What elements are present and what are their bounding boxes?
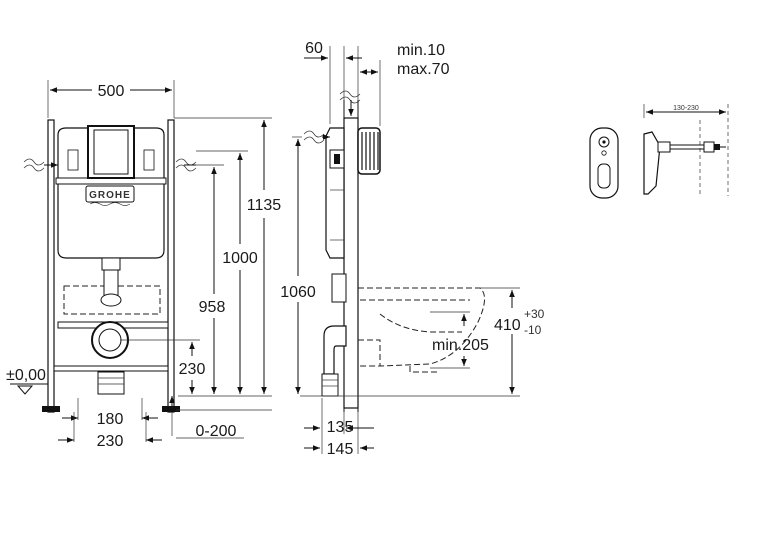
- dim-min-205: min.205: [432, 337, 489, 354]
- dim-180: 180: [97, 411, 124, 428]
- foot-right: [162, 406, 180, 412]
- dim-1060: 1060: [280, 284, 316, 301]
- tolerance-plus: +30: [524, 307, 545, 321]
- side-view: 60 min.10 max.70 1060 135 145 410 +30 -1…: [280, 40, 544, 458]
- floor-level-label: ±0,00: [6, 367, 46, 384]
- side-flush-plate: [357, 127, 381, 175]
- front-view: GROHE 500: [6, 80, 281, 450]
- actuator-sensor: [597, 163, 611, 189]
- side-cistern: [325, 127, 345, 259]
- dim-135: 135: [327, 419, 354, 436]
- grohe-logo: GROHE: [89, 190, 131, 201]
- dim-145: 145: [327, 441, 354, 458]
- dim-max-70: max.70: [397, 61, 450, 78]
- dim-230-height: 230: [179, 361, 206, 378]
- bowl-outline-side: [358, 287, 485, 373]
- dim-130-230: 130-230: [673, 105, 699, 112]
- flush-opening-inner: [93, 129, 129, 175]
- dim-410: 410: [494, 317, 521, 334]
- tolerance-minus: -10: [524, 323, 542, 337]
- actuator-profile: [643, 131, 661, 195]
- dim-1000: 1000: [222, 250, 258, 267]
- foot-left: [42, 406, 60, 412]
- actuator-plate: [589, 127, 619, 199]
- frame-left-post: [47, 119, 55, 413]
- dim-60: 60: [305, 40, 323, 57]
- dim-0-200: 0-200: [196, 423, 237, 440]
- floor-level-symbol: [16, 385, 34, 395]
- grohe-logo-plate: [85, 185, 135, 203]
- side-frame: [343, 117, 359, 409]
- actuator-detail: 130-230: [589, 104, 729, 199]
- dim-230-width: 230: [97, 433, 124, 450]
- dim-500: 500: [98, 83, 125, 100]
- frame-right-post: [167, 119, 175, 413]
- dim-min-10: min.10: [397, 42, 445, 59]
- dim-958: 958: [199, 299, 226, 316]
- dim-1135: 1135: [247, 197, 282, 214]
